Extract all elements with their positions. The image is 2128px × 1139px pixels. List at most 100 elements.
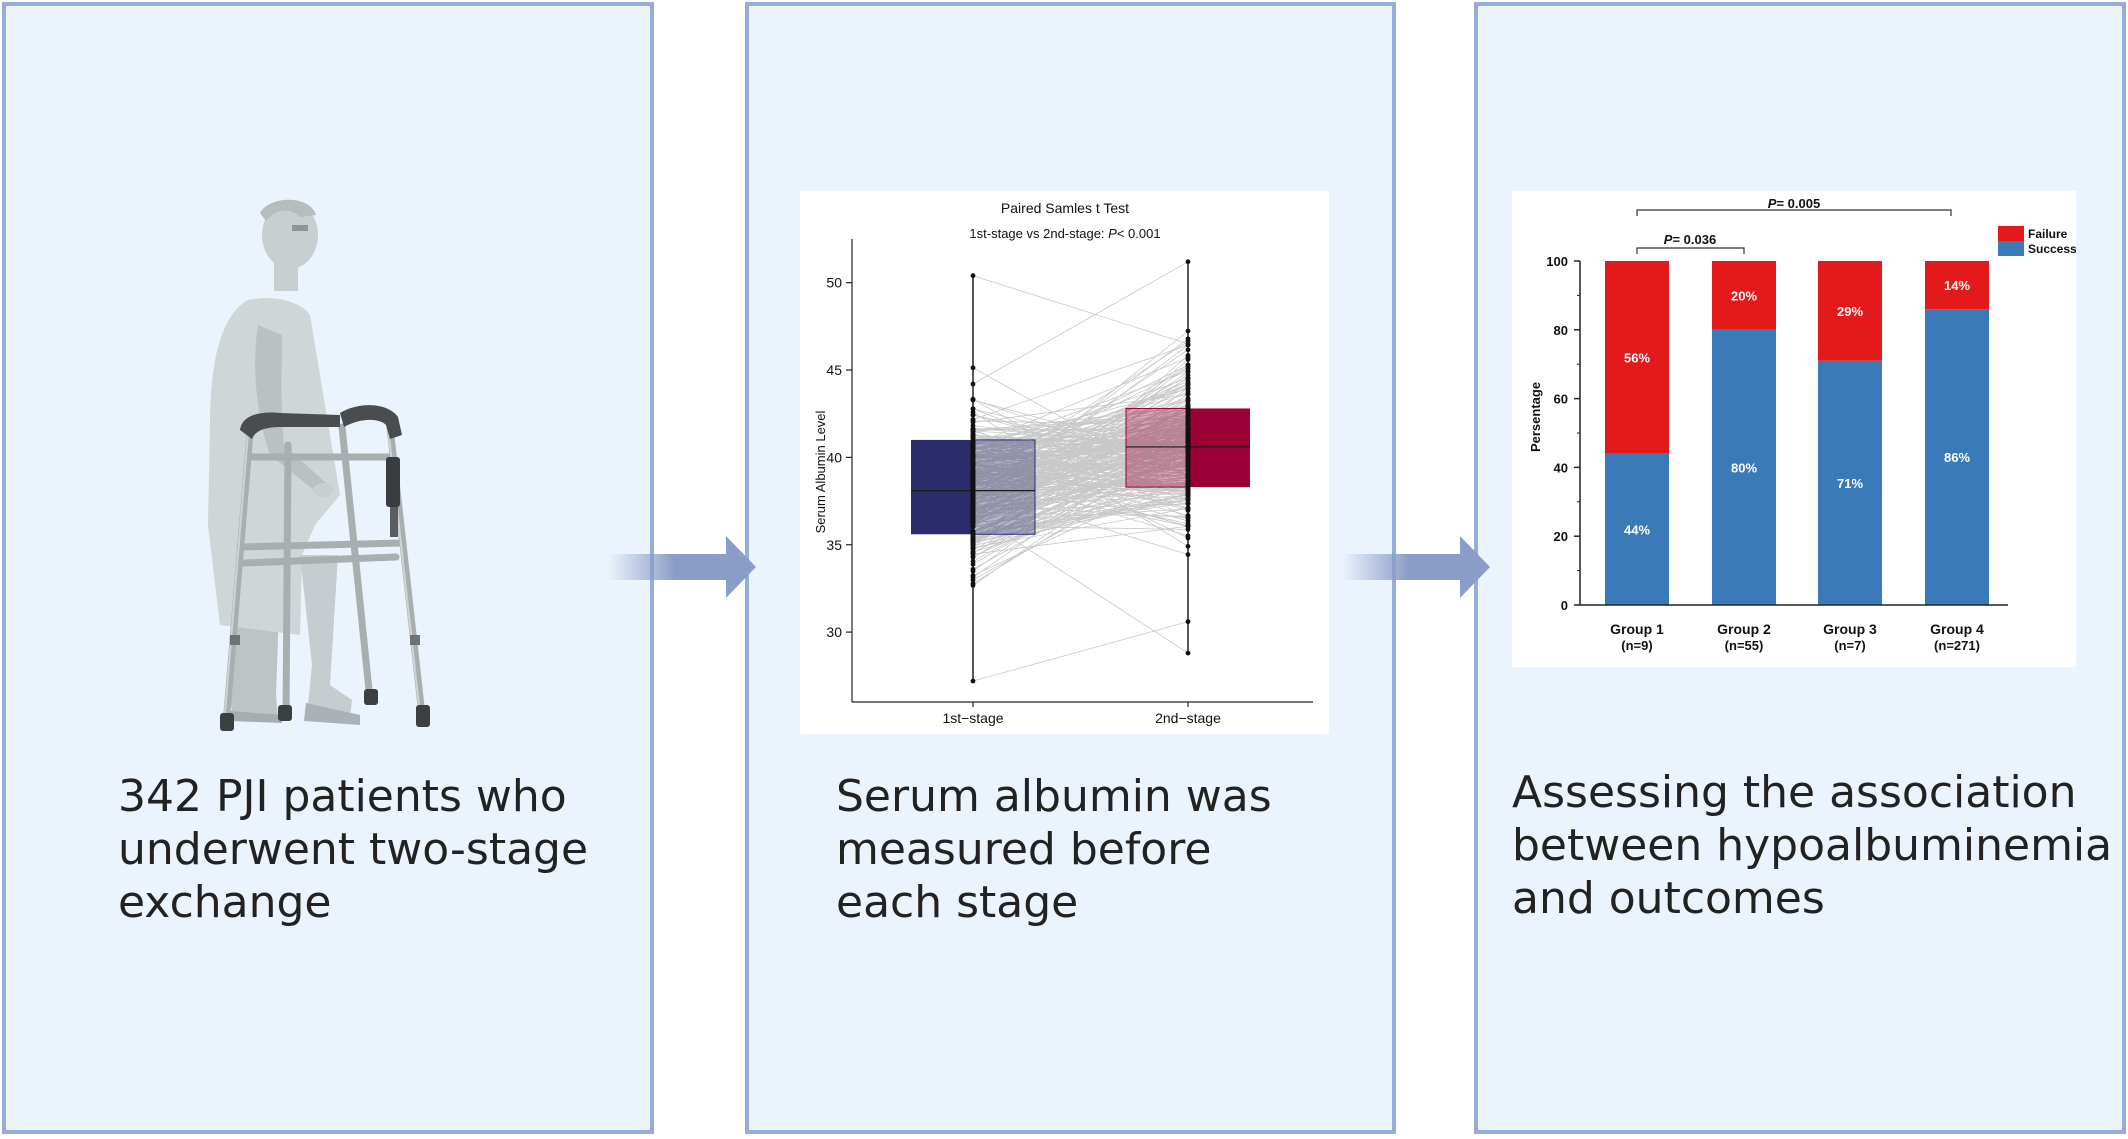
- data-point: [1185, 369, 1191, 375]
- data-point: [970, 397, 976, 403]
- paired-observation-line: [972, 344, 1189, 420]
- data-point: [970, 547, 976, 553]
- data-point: [970, 432, 976, 438]
- paired-observation-line: [972, 455, 1189, 475]
- caption-line: underwent two-stage: [118, 824, 589, 875]
- data-point: [1185, 552, 1191, 557]
- x-tick-label: 2nd−stage: [1155, 710, 1221, 726]
- failure-value-label: 14%: [1944, 278, 1970, 293]
- data-point: [970, 510, 976, 516]
- data-point: [1185, 336, 1191, 342]
- paired-observation-line: [972, 484, 1189, 540]
- y-tick-label: 30: [826, 624, 842, 640]
- paired-observation-line: [972, 437, 1189, 506]
- box-first-stage: [911, 439, 973, 535]
- significance-bracket-group1-group4: [1636, 209, 1952, 216]
- box-overlay: [972, 439, 1036, 535]
- y-tick-label: 50: [826, 275, 842, 291]
- failure-value-label: 20%: [1731, 288, 1757, 303]
- paired-observation-line: [972, 443, 1189, 562]
- paired-observation-line: [972, 480, 1189, 486]
- paired-observation-line: [972, 432, 1189, 539]
- data-point: [970, 566, 976, 572]
- data-point: [1185, 399, 1191, 405]
- data-point: [1185, 328, 1191, 334]
- paired-observation-line: [972, 474, 1189, 576]
- paired-observation-line: [972, 435, 1189, 526]
- data-point: [1185, 513, 1191, 518]
- bar-failure-segment: [1818, 261, 1882, 361]
- elderly-patient-walker-icon: [208, 199, 430, 731]
- paired-observation-line: [972, 458, 1189, 524]
- y-tick-label: 20: [1554, 529, 1568, 544]
- data-point: [1185, 471, 1191, 477]
- data-point: [1185, 381, 1191, 387]
- data-point: [1185, 385, 1191, 391]
- data-point: [1185, 535, 1191, 541]
- data-point: [1185, 521, 1191, 527]
- x-tick-label: 1st−stage: [942, 710, 1003, 726]
- paired-observation-line: [972, 275, 1189, 345]
- paired-observation-line: [972, 357, 1189, 446]
- data-point: [970, 472, 976, 478]
- y-tick-label: 40: [1554, 460, 1568, 475]
- data-point: [1185, 619, 1191, 625]
- paired-observation-line: [972, 370, 1189, 451]
- box-overlay: [1125, 407, 1189, 488]
- paired-observation-line: [972, 507, 1189, 548]
- y-tick-label: 80: [1554, 323, 1568, 338]
- data-point: [1185, 347, 1191, 353]
- paired-observation-line: [972, 449, 1189, 482]
- data-point: [1185, 429, 1191, 435]
- data-point: [1185, 355, 1191, 361]
- paired-observation-line: [972, 430, 1189, 446]
- paired-observation-line: [972, 481, 1189, 527]
- data-point: [970, 515, 976, 521]
- data-point: [1185, 415, 1191, 420]
- data-point: [970, 273, 976, 279]
- paired-observation-line: [972, 457, 1189, 516]
- paired-observation-line: [972, 494, 1189, 536]
- y-axis-label: Persentage: [1528, 382, 1543, 452]
- data-point: [1185, 341, 1191, 347]
- paired-observation-line: [972, 261, 1189, 385]
- data-point: [970, 478, 976, 484]
- paired-observation-line: [972, 405, 1189, 441]
- paired-observation-line: [972, 418, 1189, 472]
- chart-title: Paired Samles t Test: [1001, 200, 1129, 216]
- data-point: [970, 581, 976, 586]
- bar-failure-segment: [1925, 261, 1989, 310]
- data-point: [1185, 488, 1191, 494]
- caption-line: Serum albumin was: [836, 771, 1272, 822]
- paired-observation-line: [972, 437, 1189, 444]
- paired-observation-line: [972, 441, 1189, 517]
- paired-observation-line: [972, 401, 1189, 494]
- paired-observation-line: [972, 388, 1189, 446]
- paired-observation-line: [972, 448, 1189, 553]
- data-point: [970, 538, 976, 544]
- x-category-count: (n=55): [1725, 638, 1764, 653]
- p-value-label-group1-group2: P= 0.036: [1664, 232, 1716, 247]
- success-value-label: 80%: [1731, 460, 1757, 475]
- paired-observation-line: [972, 383, 1189, 469]
- success-value-label: 86%: [1944, 450, 1970, 465]
- data-point: [970, 573, 976, 578]
- flow-arrow-icon: [1342, 536, 1490, 598]
- data-point: [1185, 492, 1191, 497]
- bar-failure-segment: [1605, 261, 1669, 454]
- data-point: [1185, 480, 1191, 485]
- data-point: [1185, 259, 1191, 265]
- data-point: [970, 555, 976, 560]
- bar-failure-segment: [1712, 261, 1776, 330]
- paired-observation-line: [972, 366, 1189, 523]
- data-point: [970, 467, 976, 472]
- paired-observation-line: [972, 477, 1189, 493]
- chart-legend: Failure Success: [1998, 226, 2076, 256]
- y-tick-label: 35: [826, 537, 842, 553]
- paired-box-plot: Paired Samles t Test 1st-stage vs 2nd-st…: [800, 191, 1329, 734]
- x-category-label: Group 3: [1823, 621, 1877, 637]
- data-point: [970, 558, 976, 564]
- data-point: [970, 447, 976, 453]
- step-caption-patients: 342 PJI patients who underwent two-stage…: [118, 770, 588, 929]
